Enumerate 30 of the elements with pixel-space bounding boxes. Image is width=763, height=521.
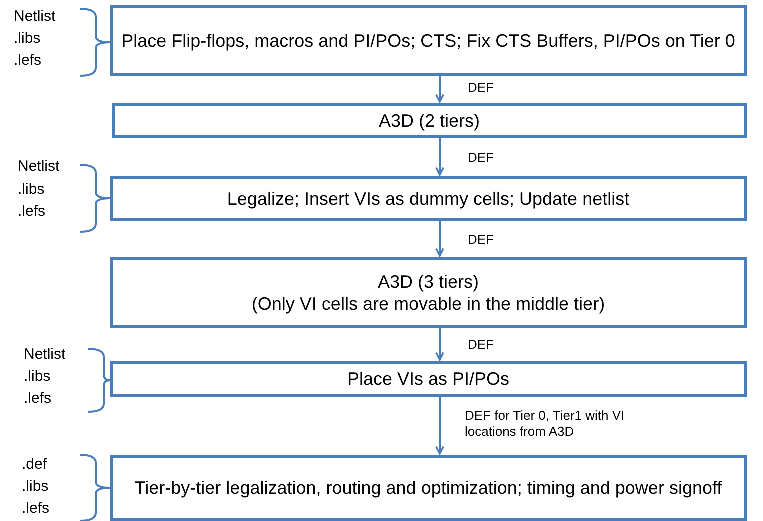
process-box [110,361,747,397]
input-file-label: .lefs [14,52,42,70]
input-file-label: .lefs [24,390,52,408]
input-file-label: Netlist [14,8,56,26]
step-text: Place VIs as PI/POs [347,368,510,390]
input-file-label: .libs [14,30,41,48]
step-text: Tier-by-tier legalization, routing and optimization; timing and power signoff [134,477,722,499]
input-file-label: .def [22,456,48,474]
process-box [110,455,747,521]
step-text: Place Flip-flops, macros and PI/POs; CTS; Fix CTS Buffers, PI/POs on Tier 0 [122,30,736,52]
process-box [110,257,747,328]
step-text: A3D (3 tiers) [378,270,480,292]
arrow [436,76,444,103]
input-file-label: .lefs [18,203,46,221]
process-box [112,103,747,138]
input-file-label: Netlist [24,346,66,364]
step-text: (Only VI cells are movable in the middle tier) [252,292,606,314]
step-text: Legalize; Insert VIs as dummy cells; Update netlist [227,188,630,210]
input-file-label: .libs [22,478,49,496]
process-box [110,5,747,76]
step-text: A3D (2 tiers) [378,110,480,132]
input-file-label: .lefs [22,500,50,518]
arrow [436,328,444,361]
input-file-label: .libs [24,368,51,386]
process-box [110,176,747,221]
input-file-label: Netlist [18,158,60,176]
input-file-label: .libs [18,181,45,199]
arrow [436,138,444,176]
arrow [436,397,444,455]
arrow [436,221,444,257]
